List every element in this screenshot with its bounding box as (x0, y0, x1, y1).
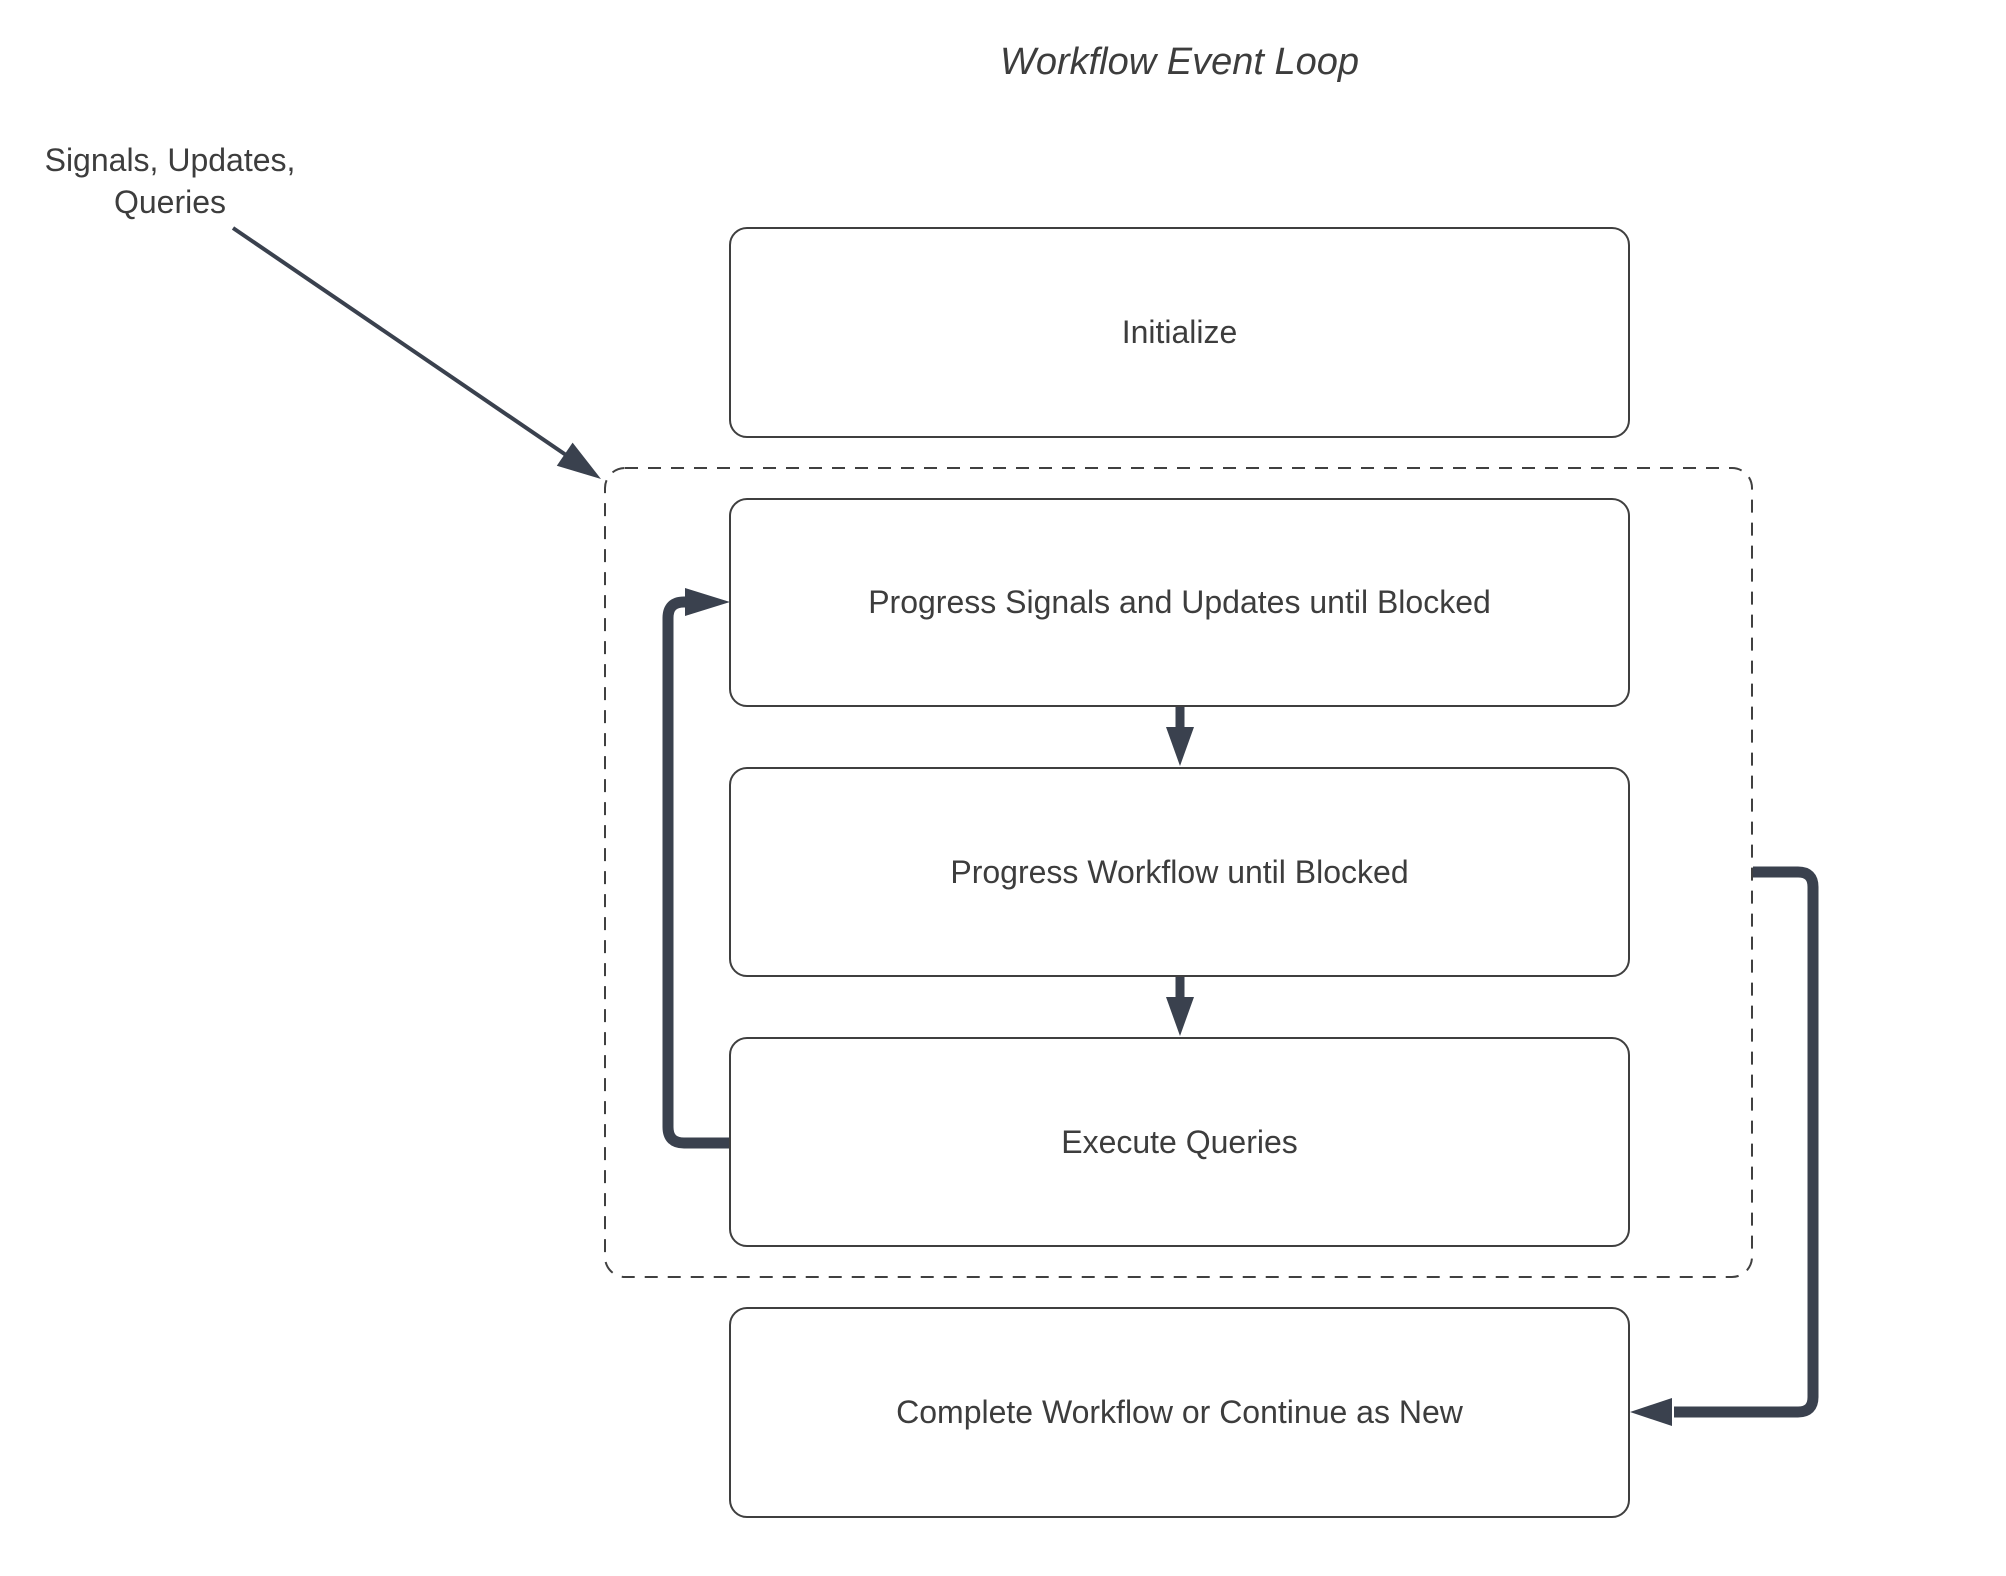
arrow-signals-to-workflow (1166, 706, 1194, 766)
event-loop-dashed-container (604, 467, 1753, 1278)
arrow-workflow-to-queries (1166, 976, 1194, 1036)
node-complete-workflow: Complete Workflow or Continue as New (729, 1307, 1630, 1518)
loop-back-arrow (662, 588, 730, 1149)
node-initialize-label: Initialize (1121, 314, 1238, 350)
node-initialize: Initialize (729, 227, 1630, 438)
node-progress-signals-updates-label: Progress Signals and Updates until Block… (868, 584, 1491, 620)
node-execute-queries: Execute Queries (729, 1037, 1630, 1247)
node-complete-workflow-label: Complete Workflow or Continue as New (896, 1394, 1463, 1430)
node-progress-signals-updates: Progress Signals and Updates until Block… (729, 498, 1630, 707)
node-progress-workflow: Progress Workflow until Blocked (729, 767, 1630, 977)
node-progress-workflow-label: Progress Workflow until Blocked (950, 853, 1409, 890)
annotation-arrow (231, 226, 601, 479)
exit-arrow (1630, 866, 1819, 1426)
diagram-title: Workflow Event Loop (999, 41, 1360, 83)
node-execute-queries-label: Execute Queries (1061, 1123, 1298, 1160)
signals-updates-queries-label: Signals, Updates, Queries (44, 142, 296, 220)
